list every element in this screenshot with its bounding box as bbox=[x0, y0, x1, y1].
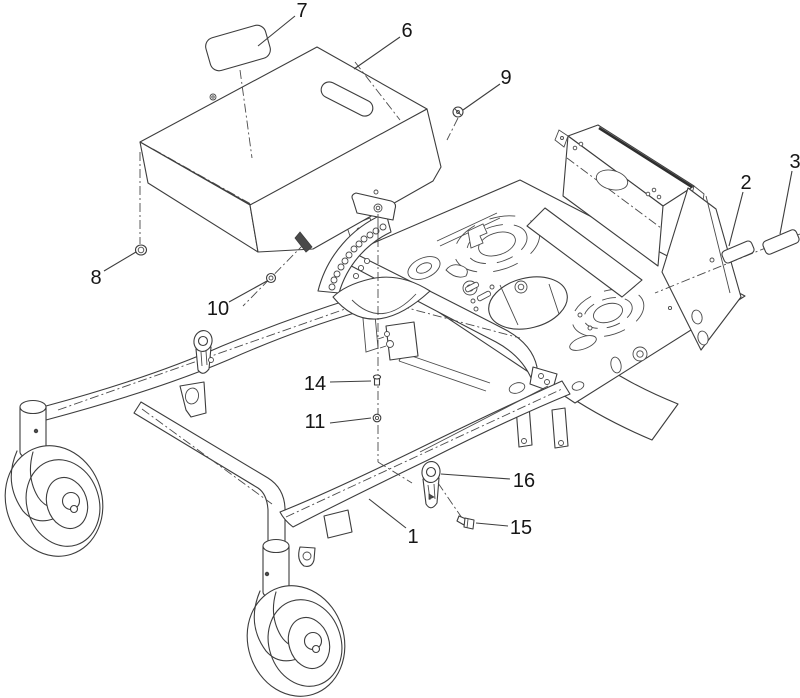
callout-1: 1 bbox=[407, 526, 418, 548]
cover-pad-7 bbox=[205, 24, 271, 72]
callout-11: 11 bbox=[305, 411, 326, 433]
cover-mount-bracket bbox=[351, 192, 397, 221]
callout-leader-7 bbox=[257, 15, 296, 47]
callout-15: 15 bbox=[510, 517, 532, 539]
callout-leader-3 bbox=[779, 170, 793, 235]
fan-vent-icon bbox=[571, 288, 645, 338]
cover-handle-slot bbox=[320, 81, 374, 117]
bolt-14-icon bbox=[372, 374, 382, 386]
caster-wheel-right bbox=[246, 538, 346, 697]
callout-8: 8 bbox=[90, 267, 101, 289]
callout-leader-16 bbox=[440, 473, 511, 480]
callout-16: 16 bbox=[513, 470, 535, 492]
callout-leader-8 bbox=[103, 251, 137, 272]
washer-10-icon bbox=[265, 272, 277, 284]
frame-bracket bbox=[179, 381, 207, 418]
callout-7: 7 bbox=[296, 0, 307, 22]
engine-deck-group bbox=[346, 179, 746, 404]
callout-leader-2 bbox=[728, 191, 744, 247]
callout-leader-10 bbox=[228, 280, 268, 303]
fasteners-group bbox=[134, 106, 800, 530]
fan-shroud-group bbox=[317, 212, 431, 320]
callout-leader-11 bbox=[329, 417, 372, 424]
callout-leader-1 bbox=[368, 498, 407, 529]
cover-group bbox=[139, 24, 442, 253]
caster-wheel-left bbox=[4, 399, 104, 557]
screw-9-icon bbox=[452, 106, 464, 118]
callout-3: 3 bbox=[789, 151, 800, 173]
pin-3-icon bbox=[762, 229, 800, 255]
callout-leader-14 bbox=[329, 380, 372, 383]
washer-11-icon bbox=[372, 413, 382, 423]
callout-leader-15 bbox=[475, 522, 509, 527]
side-panel-group bbox=[661, 187, 742, 351]
frame-group bbox=[4, 297, 571, 697]
callout-6: 6 bbox=[401, 20, 412, 42]
eyelet-link-16 bbox=[421, 460, 441, 509]
nut-8-icon bbox=[134, 244, 148, 256]
bolt-15-icon bbox=[456, 515, 475, 530]
eyelet-link-left bbox=[193, 330, 214, 374]
callout-10: 10 bbox=[207, 298, 229, 320]
callout-9: 9 bbox=[500, 67, 511, 89]
callout-layer: 7 6 9 3 2 8 10 14 11 16 15 1 bbox=[90, 0, 800, 548]
pin-2-icon bbox=[721, 240, 755, 264]
callout-2: 2 bbox=[740, 172, 751, 194]
callout-leader-9 bbox=[462, 83, 501, 111]
callout-leader-6 bbox=[353, 36, 401, 70]
callout-14: 14 bbox=[304, 373, 326, 395]
assembly-axes bbox=[139, 69, 800, 519]
